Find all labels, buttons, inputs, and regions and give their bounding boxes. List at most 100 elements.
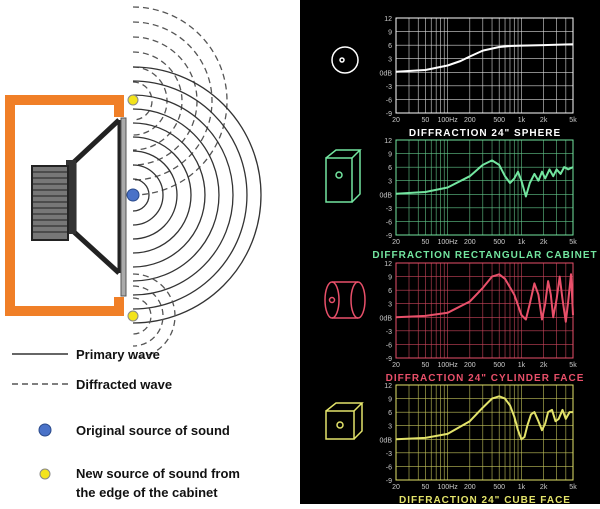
x-tick-label: 100Hz [437, 117, 458, 124]
legend-diffracted-label: Diffracted wave [76, 377, 172, 392]
plot-frame [395, 262, 574, 359]
x-tick-label: 2k [540, 117, 548, 124]
diffraction-diagram: Primary wave Diffracted wave Original so… [0, 0, 300, 504]
response-curve [395, 273, 574, 323]
plot-frame [395, 17, 574, 114]
y-tick-label: 6 [388, 165, 392, 172]
chart-grid [395, 139, 574, 236]
diffracted-waves-bottom [132, 273, 176, 359]
y-tick-label: -6 [386, 97, 392, 104]
x-tick-label: 20 [392, 117, 400, 124]
x-tick-label: 50 [421, 239, 429, 246]
y-tick-label: -3 [386, 84, 392, 91]
x-tick-label: 200 [464, 484, 476, 491]
y-tick-label: -9 [386, 233, 392, 240]
x-tick-label: 1k [518, 239, 526, 246]
y-tick-label: -6 [386, 464, 392, 471]
y-tick-label: -3 [386, 329, 392, 336]
y-tick-label: 12 [384, 138, 392, 145]
x-tick-label: 2k [540, 484, 548, 491]
x-tick-label: 200 [464, 239, 476, 246]
x-tick-label: 500 [493, 239, 505, 246]
x-tick-label: 50 [421, 484, 429, 491]
x-tick-label: 500 [493, 362, 505, 369]
speaker-magnet [31, 165, 69, 241]
legend-primary-label: Primary wave [76, 347, 160, 362]
plot-frame [395, 384, 574, 481]
x-tick-label: 500 [493, 117, 505, 124]
x-tick-label: 1k [518, 117, 526, 124]
y-tick-label: 12 [384, 383, 392, 390]
chart-grid [395, 17, 574, 114]
response-curve [395, 43, 574, 73]
y-tick-label: 6 [388, 288, 392, 295]
x-tick-label: 1k [518, 362, 526, 369]
original-source-dot [126, 188, 140, 202]
x-tick-label: 2k [540, 362, 548, 369]
y-tick-label: 6 [388, 410, 392, 417]
x-tick-label: 5k [569, 239, 577, 246]
y-tick-label: -3 [386, 206, 392, 213]
x-tick-label: 100Hz [437, 239, 458, 246]
x-tick-label: 5k [569, 362, 577, 369]
chart-title: DIFFRACTION 24" CYLINDER FACE [386, 373, 585, 384]
chart-title: DIFFRACTION RECTANGULAR CABINET [372, 250, 597, 261]
diffracted-waves-top [132, 6, 228, 196]
y-tick-label: 6 [388, 43, 392, 50]
x-tick-label: 5k [569, 117, 577, 124]
legend-original-source-label: Original source of sound [76, 423, 230, 438]
x-tick-label: 1k [518, 484, 526, 491]
y-tick-label: -9 [386, 356, 392, 363]
x-tick-label: 20 [392, 239, 400, 246]
y-tick-label: 3 [388, 424, 392, 431]
y-tick-label: 0dB [380, 192, 393, 199]
x-tick-label: 20 [392, 484, 400, 491]
x-tick-label: 5k [569, 484, 577, 491]
box-shape-icon [325, 149, 362, 203]
y-tick-label: -6 [386, 342, 392, 349]
speaker-diagram-svg: Primary wave Diffracted wave Original so… [5, 6, 262, 500]
chart-title: DIFFRACTION 24" SPHERE [409, 128, 561, 139]
new-source-top-dot [127, 94, 139, 106]
legend-new-source-label-line1: New source of sound from [76, 466, 240, 481]
x-tick-label: 200 [464, 117, 476, 124]
cylinder-shape-icon [324, 281, 366, 319]
y-tick-label: 9 [388, 152, 392, 159]
y-tick-label: 12 [384, 261, 392, 268]
y-tick-label: 0dB [380, 437, 393, 444]
legend-new-source-dot [39, 468, 51, 480]
primary-waves [132, 66, 262, 324]
x-tick-label: 100Hz [437, 484, 458, 491]
chart-title: DIFFRACTION 24" CUBE FACE [399, 495, 571, 504]
sphere-shape-icon [331, 46, 359, 74]
y-tick-label: 0dB [380, 315, 393, 322]
x-tick-label: 50 [421, 117, 429, 124]
y-tick-label: 9 [388, 30, 392, 37]
speaker-driver [31, 118, 121, 275]
baffle-board [120, 117, 127, 297]
x-tick-label: 200 [464, 362, 476, 369]
cube-shape-icon [325, 402, 364, 440]
x-tick-label: 100Hz [437, 362, 458, 369]
legend-new-source-label-line2: the edge of the cabinet [76, 485, 218, 500]
response-curve [395, 159, 574, 198]
y-tick-label: 0dB [380, 70, 393, 77]
x-tick-label: 2k [540, 239, 548, 246]
y-tick-label: -9 [386, 111, 392, 118]
legend-original-source-dot [38, 423, 52, 437]
y-tick-label: -3 [386, 451, 392, 458]
x-tick-label: 500 [493, 484, 505, 491]
y-tick-label: 9 [388, 275, 392, 282]
response-curve [395, 395, 573, 441]
plot-frame [395, 139, 574, 236]
x-tick-label: 20 [392, 362, 400, 369]
chart-grid [395, 262, 574, 359]
y-tick-label: -9 [386, 478, 392, 485]
y-tick-label: 3 [388, 57, 392, 64]
chart-grid [395, 384, 574, 481]
